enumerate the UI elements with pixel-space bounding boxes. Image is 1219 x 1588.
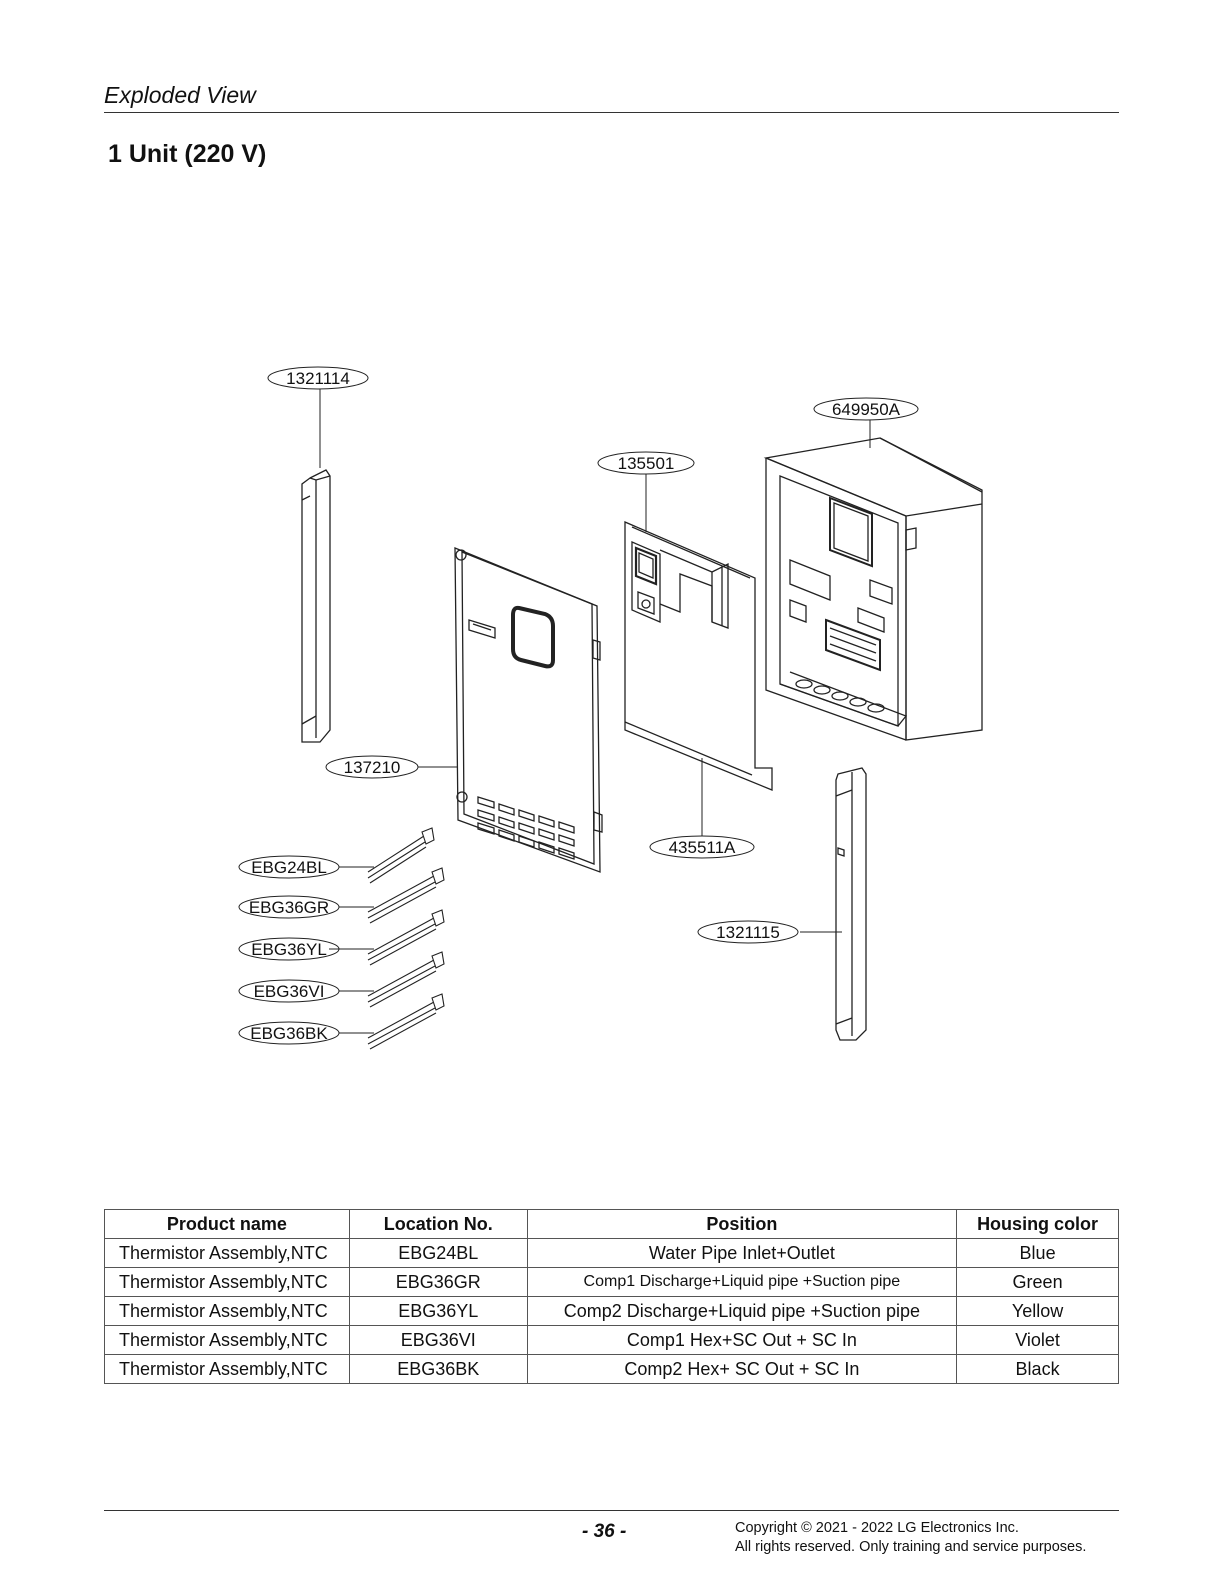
callout-1321114: 1321114: [286, 369, 350, 388]
page-number: - 36 -: [582, 1521, 627, 1542]
exploded-view-diagram: 1321114 649950A 135501 137210 435511A 13…: [238, 366, 983, 1050]
header-position: Position: [526, 1209, 958, 1239]
callout-435511A: 435511A: [669, 838, 736, 857]
cell-position: Comp1 Discharge+Liquid pipe +Suction pip…: [526, 1267, 958, 1297]
cell-position: Water Pipe Inlet+Outlet: [526, 1238, 958, 1268]
front-panel: [454, 547, 603, 873]
callout-ellipses: [238, 366, 919, 1045]
cell-location-no: EBG36BK: [348, 1354, 528, 1384]
section-title: Exploded View: [104, 82, 256, 108]
table-row: Thermistor Assembly,NTC EBG36YL Comp2 Di…: [104, 1296, 1119, 1326]
control-box: [763, 437, 983, 741]
callout-EBG36VI: EBG36VI: [254, 982, 325, 1001]
callout-649950A: 649950A: [832, 400, 901, 419]
cell-housing-color: Yellow: [956, 1296, 1119, 1326]
cell-housing-color: Blue: [956, 1238, 1119, 1268]
header-product-name: Product name: [104, 1209, 350, 1239]
cell-product-name: Thermistor Assembly,NTC: [104, 1354, 350, 1384]
front-panel-vents: [477, 796, 575, 860]
header-housing-color: Housing color: [956, 1209, 1119, 1239]
callout-EBG36YL: EBG36YL: [251, 940, 327, 959]
side-rail-right: [835, 767, 867, 1041]
callout-1321115: 1321115: [716, 923, 780, 942]
callout-EBG36BK: EBG36BK: [250, 1024, 328, 1043]
cell-product-name: Thermistor Assembly,NTC: [104, 1325, 350, 1355]
callout-137210: 137210: [344, 758, 401, 777]
cell-product-name: Thermistor Assembly,NTC: [104, 1267, 350, 1297]
cell-location-no: EBG36YL: [348, 1296, 528, 1326]
copyright-line-2: All rights reserved. Only training and s…: [735, 1539, 1087, 1555]
thermistor-harnesses: [367, 827, 445, 1050]
table-row: Thermistor Assembly,NTC EBG36BK Comp2 He…: [104, 1354, 1119, 1384]
cell-location-no: EBG36VI: [348, 1325, 528, 1355]
cell-location-no: EBG36GR: [348, 1267, 528, 1297]
cell-position: Comp1 Hex+SC Out + SC In: [526, 1325, 958, 1355]
copyright-line-1: Copyright © 2021 - 2022 LG Electronics I…: [735, 1520, 1019, 1536]
leader-lines: [319, 389, 871, 1034]
table-row: Thermistor Assembly,NTC EBG36VI Comp1 He…: [104, 1325, 1119, 1355]
page-title: 1 Unit (220 V): [108, 140, 267, 168]
callout-EBG36GR: EBG36GR: [249, 898, 329, 917]
side-rail-left: [301, 469, 331, 743]
cell-position: Comp2 Discharge+Liquid pipe +Suction pip…: [526, 1296, 958, 1326]
table-row: Thermistor Assembly,NTC EBG24BL Water Pi…: [104, 1238, 1119, 1268]
callout-135501: 135501: [618, 454, 675, 473]
header-divider: [104, 112, 1119, 113]
inner-panel: [624, 521, 773, 791]
cell-position: Comp2 Hex+ SC Out + SC In: [526, 1354, 958, 1384]
cell-location-no: EBG24BL: [348, 1238, 528, 1268]
callout-EBG24BL: EBG24BL: [251, 858, 327, 877]
table-header-row: Product name Location No. Position Housi…: [104, 1209, 1119, 1239]
copyright-notice: Copyright © 2021 - 2022 LG Electronics I…: [735, 1519, 1086, 1557]
footer-divider: [104, 1510, 1119, 1511]
header-location-no: Location No.: [348, 1209, 528, 1239]
cell-product-name: Thermistor Assembly,NTC: [104, 1238, 350, 1268]
cell-housing-color: Green: [956, 1267, 1119, 1297]
table-row: Thermistor Assembly,NTC EBG36GR Comp1 Di…: [104, 1267, 1119, 1297]
thermistor-parts-table: Product name Location No. Position Housi…: [104, 1209, 1119, 1384]
cell-housing-color: Black: [956, 1354, 1119, 1384]
cell-product-name: Thermistor Assembly,NTC: [104, 1296, 350, 1326]
cell-housing-color: Violet: [956, 1325, 1119, 1355]
